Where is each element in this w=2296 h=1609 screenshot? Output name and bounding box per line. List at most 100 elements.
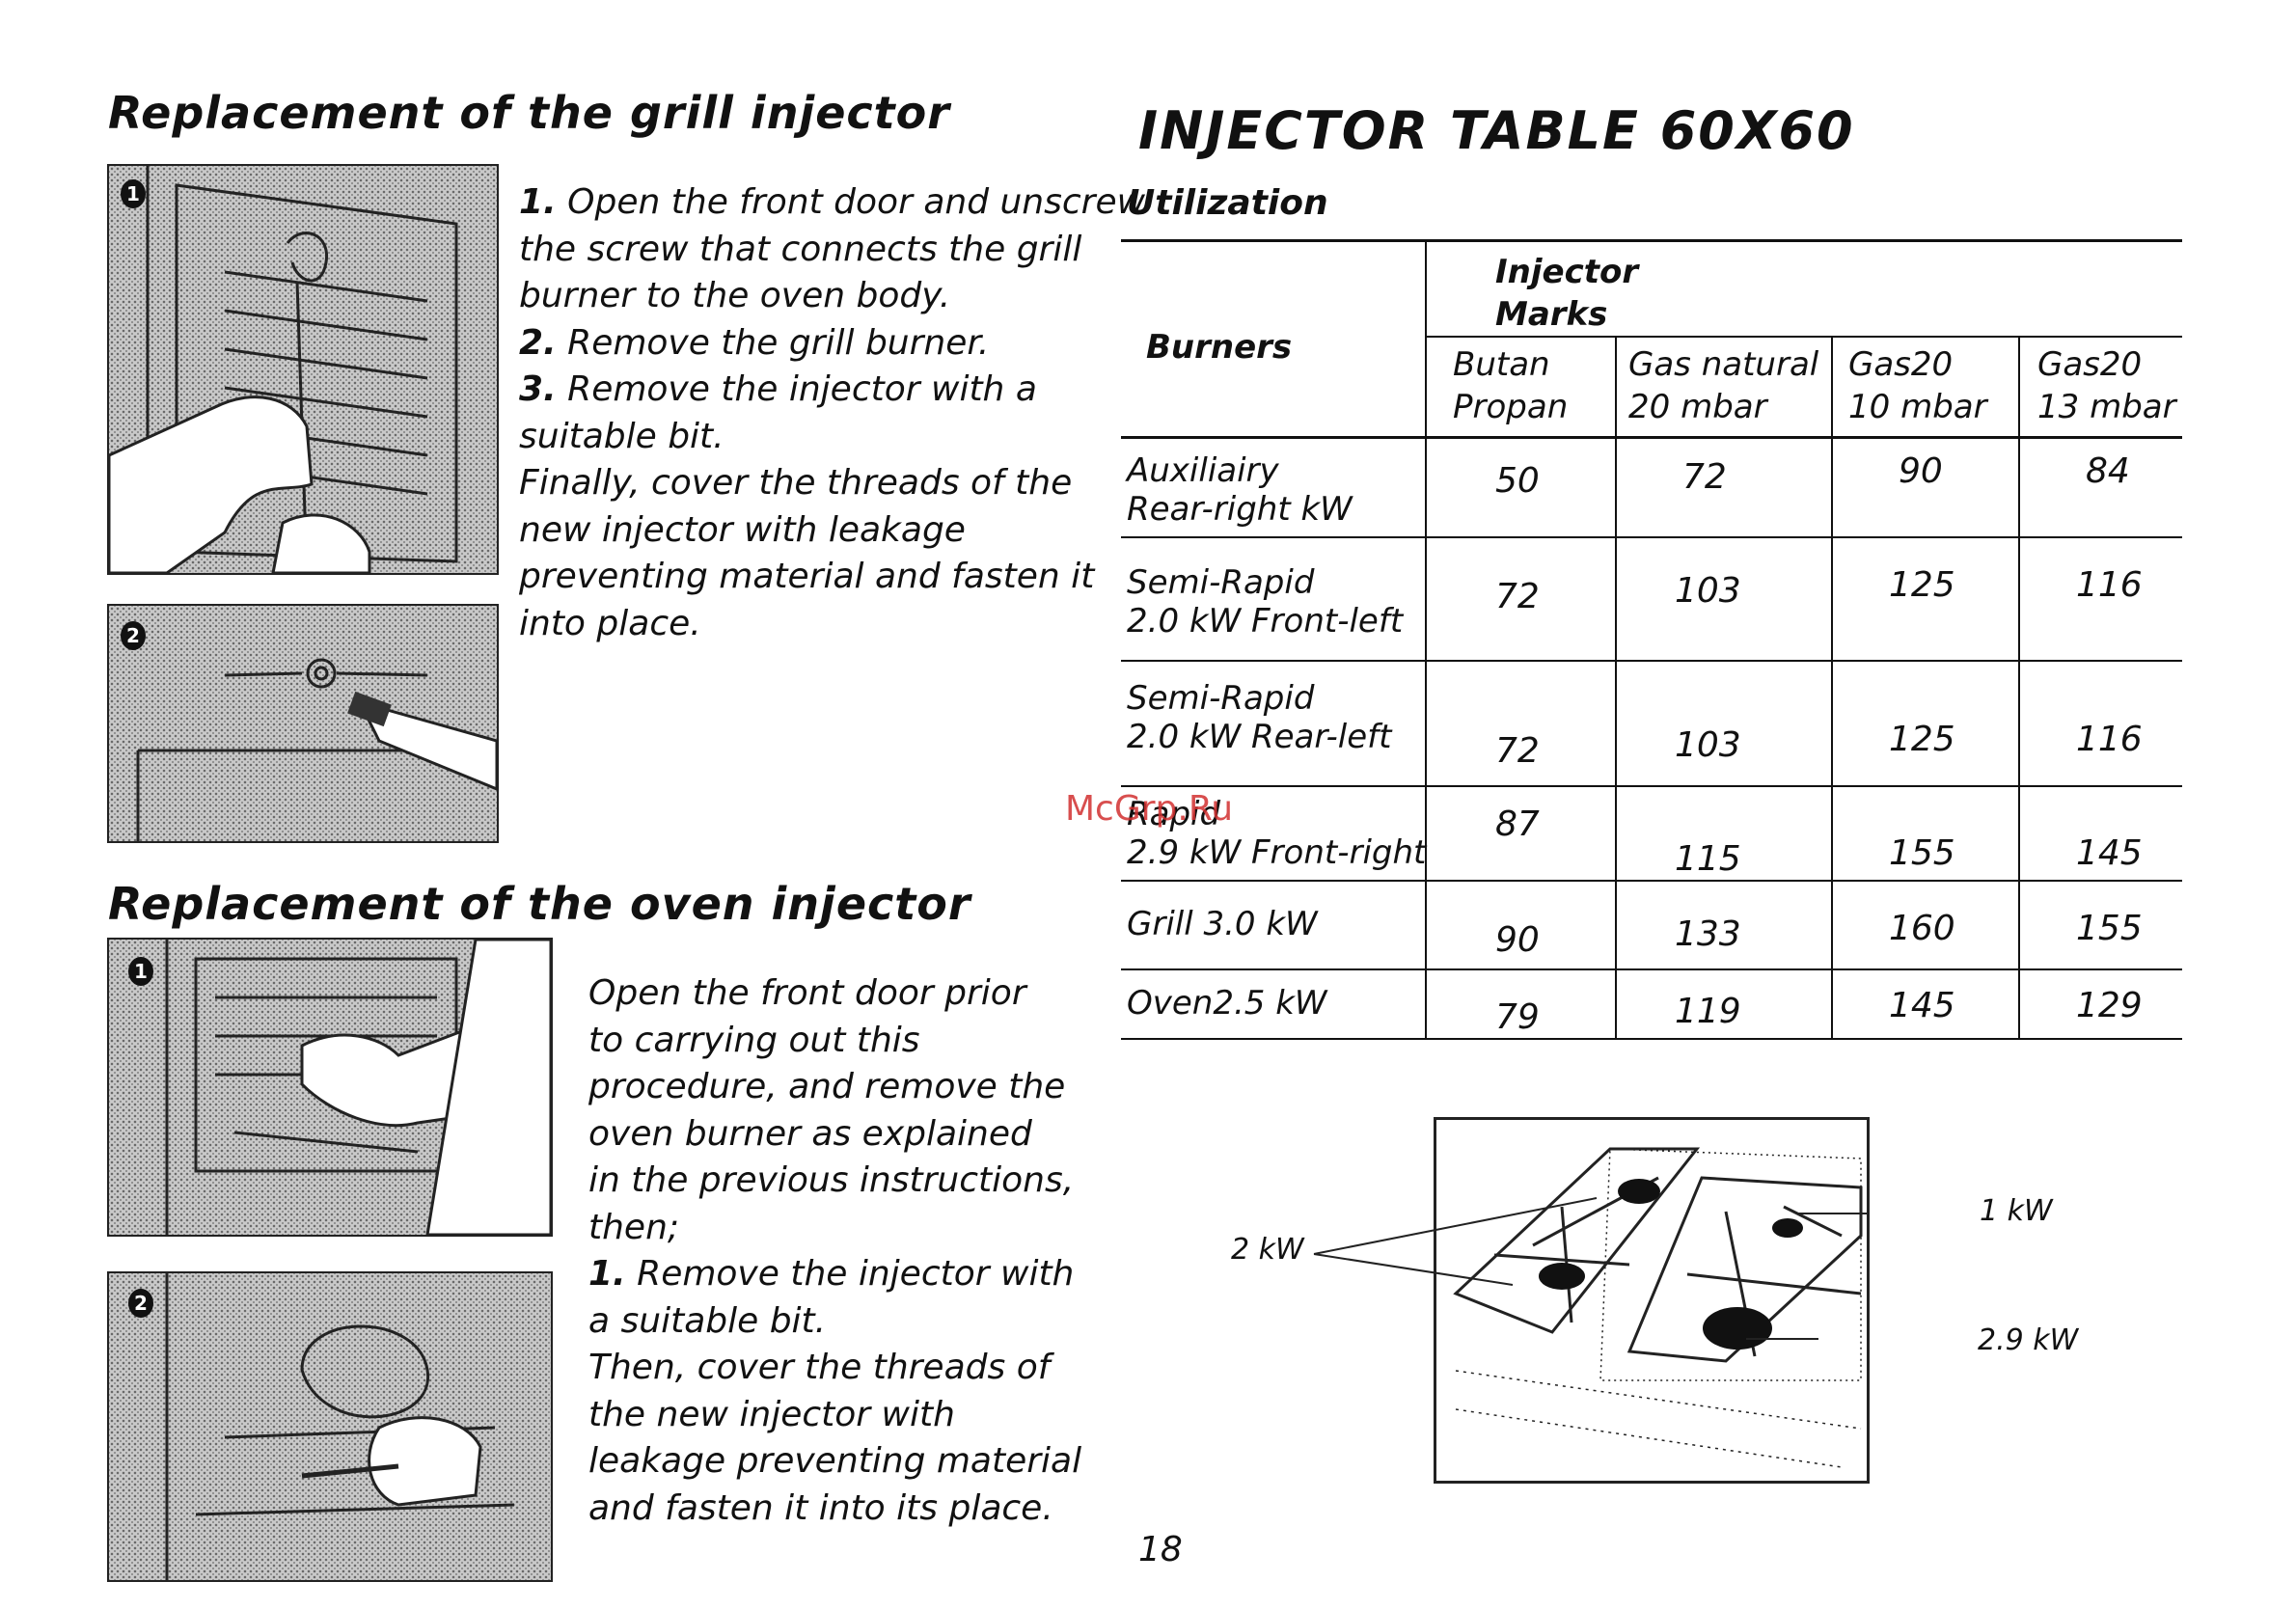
table-cell: 119 (1675, 992, 1741, 1031)
instruction-text: in the previous instructions, (588, 1160, 1075, 1200)
instruction-line: 1. Open the front door and unscrew (519, 179, 1145, 227)
instruction-text: the new injector with (588, 1394, 955, 1434)
row-label-oven: Oven2.5 kW (1127, 984, 1327, 1023)
instruction-line: Open the front door prior (588, 970, 1081, 1018)
instruction-text: to carrying out this (588, 1020, 920, 1060)
instruction-text: suitable bit. (519, 416, 724, 456)
instruction-line: new injector with leakage (519, 507, 1145, 555)
instruction-line: procedure, and remove the (588, 1064, 1081, 1111)
instruction-line: then; (588, 1205, 1081, 1252)
marks-header-line1: Injector (1495, 253, 1639, 291)
step-badge: 2 (128, 1289, 153, 1318)
table-cell: 50 (1495, 461, 1540, 501)
instruction-text: new injector with leakage (519, 509, 966, 550)
table-cell: 72 (1682, 457, 1727, 497)
step-number: 2. (519, 322, 557, 363)
instruction-line: in the previous instructions, (588, 1158, 1081, 1205)
oven-section-title: Replacement of the oven injector (108, 878, 971, 930)
instruction-text: leakage preventing material (588, 1441, 1082, 1481)
table-cell: 155 (2076, 909, 2143, 948)
instruction-line: oven burner as explained (588, 1111, 1081, 1159)
utilization-label: Utilization (1127, 183, 1328, 223)
instruction-line: burner to the oven body. (519, 273, 1145, 320)
instruction-line: a suitable bit. (588, 1298, 1081, 1346)
label-2-9kw: 2.9 kW (1978, 1323, 2079, 1357)
label-2kw: 2 kW (1231, 1233, 1304, 1267)
table-cell: 84 (2086, 451, 2130, 491)
label-1kw: 1 kW (1980, 1194, 2053, 1228)
instruction-text: Remove the injector with (625, 1254, 1075, 1294)
table-cell: 133 (1675, 914, 1741, 954)
table-cell: 155 (1889, 833, 1955, 873)
oven-injector-photo-2: 2 (107, 1271, 553, 1582)
grill-injector-photo-1: 1 (107, 164, 499, 575)
instruction-text: a suitable bit. (588, 1300, 827, 1341)
row-label-grill: Grill 3.0 kW (1127, 905, 1318, 943)
table-cell: 72 (1495, 577, 1540, 616)
instruction-text: burner to the oven body. (519, 276, 951, 315)
instruction-line: 1. Remove the injector with (588, 1251, 1081, 1298)
burners-header: Burners (1146, 328, 1293, 367)
instruction-text: Open the front door prior (588, 973, 1026, 1013)
instruction-text: Finally, cover the threads of the (519, 463, 1073, 503)
table-cell: 72 (1495, 731, 1540, 771)
instruction-line: preventing material and fasten it (519, 554, 1145, 601)
table-cell: 90 (1495, 920, 1540, 960)
instruction-line: Then, cover the threads of (588, 1345, 1081, 1392)
instruction-text: Remove the injector with a (556, 369, 1037, 409)
table-cell: 160 (1889, 909, 1955, 948)
table-cell: 115 (1675, 839, 1741, 879)
table-cell: 125 (1889, 565, 1955, 605)
hob-callout-lines (1313, 1197, 1867, 1340)
step-badge: 2 (121, 621, 146, 650)
instruction-line: the new injector with (588, 1392, 1081, 1439)
watermark: McGrp.Ru (1065, 789, 1234, 829)
instruction-text: procedure, and remove the (588, 1067, 1066, 1106)
instruction-text: into place. (519, 603, 701, 643)
page-number: 18 (1138, 1530, 1183, 1569)
instruction-text: then; (588, 1207, 680, 1247)
instruction-text: and fasten it into its place. (588, 1487, 1053, 1528)
injector-table-title: INJECTOR TABLE 60X60 (1138, 100, 1855, 161)
grill-injector-photo-2: 2 (107, 604, 499, 843)
table-cell: 116 (2076, 720, 2143, 759)
table-cell: 87 (1495, 804, 1540, 844)
table-cell: 145 (2076, 833, 2143, 873)
instruction-line: 3. Remove the injector with a (519, 367, 1145, 414)
instruction-line: Finally, cover the threads of the (519, 460, 1145, 507)
step-number: 1. (519, 182, 557, 222)
instruction-line: 2. Remove the grill burner. (519, 320, 1145, 368)
oven-instructions: Open the front door prior to carrying out… (588, 970, 1081, 1532)
grill-section-title: Replacement of the grill injector (108, 87, 950, 139)
instruction-line: suitable bit. (519, 414, 1145, 461)
step-badge: 1 (121, 179, 146, 208)
instruction-line: to carrying out this (588, 1018, 1081, 1065)
marks-header-line2: Marks (1495, 295, 1608, 334)
instruction-line: leakage preventing material (588, 1438, 1081, 1486)
instruction-text: oven burner as explained (588, 1113, 1032, 1154)
instruction-text: the screw that connects the grill (519, 229, 1082, 269)
step-number: 3. (519, 369, 557, 409)
step-number: 1. (588, 1254, 626, 1294)
instruction-line: the screw that connects the grill (519, 227, 1145, 274)
table-cell: 103 (1675, 571, 1741, 611)
table-cell: 79 (1495, 997, 1540, 1037)
instruction-text: Then, cover the threads of (588, 1348, 1051, 1387)
table-cell: 129 (2076, 986, 2143, 1025)
instruction-text: Open the front door and unscrew (556, 182, 1146, 222)
step-badge: 1 (128, 957, 153, 986)
table-cell: 145 (1889, 986, 1955, 1025)
instruction-text: preventing material and fasten it (519, 557, 1095, 596)
table-cell: 116 (2076, 565, 2143, 605)
table-cell: 90 (1899, 451, 1943, 491)
